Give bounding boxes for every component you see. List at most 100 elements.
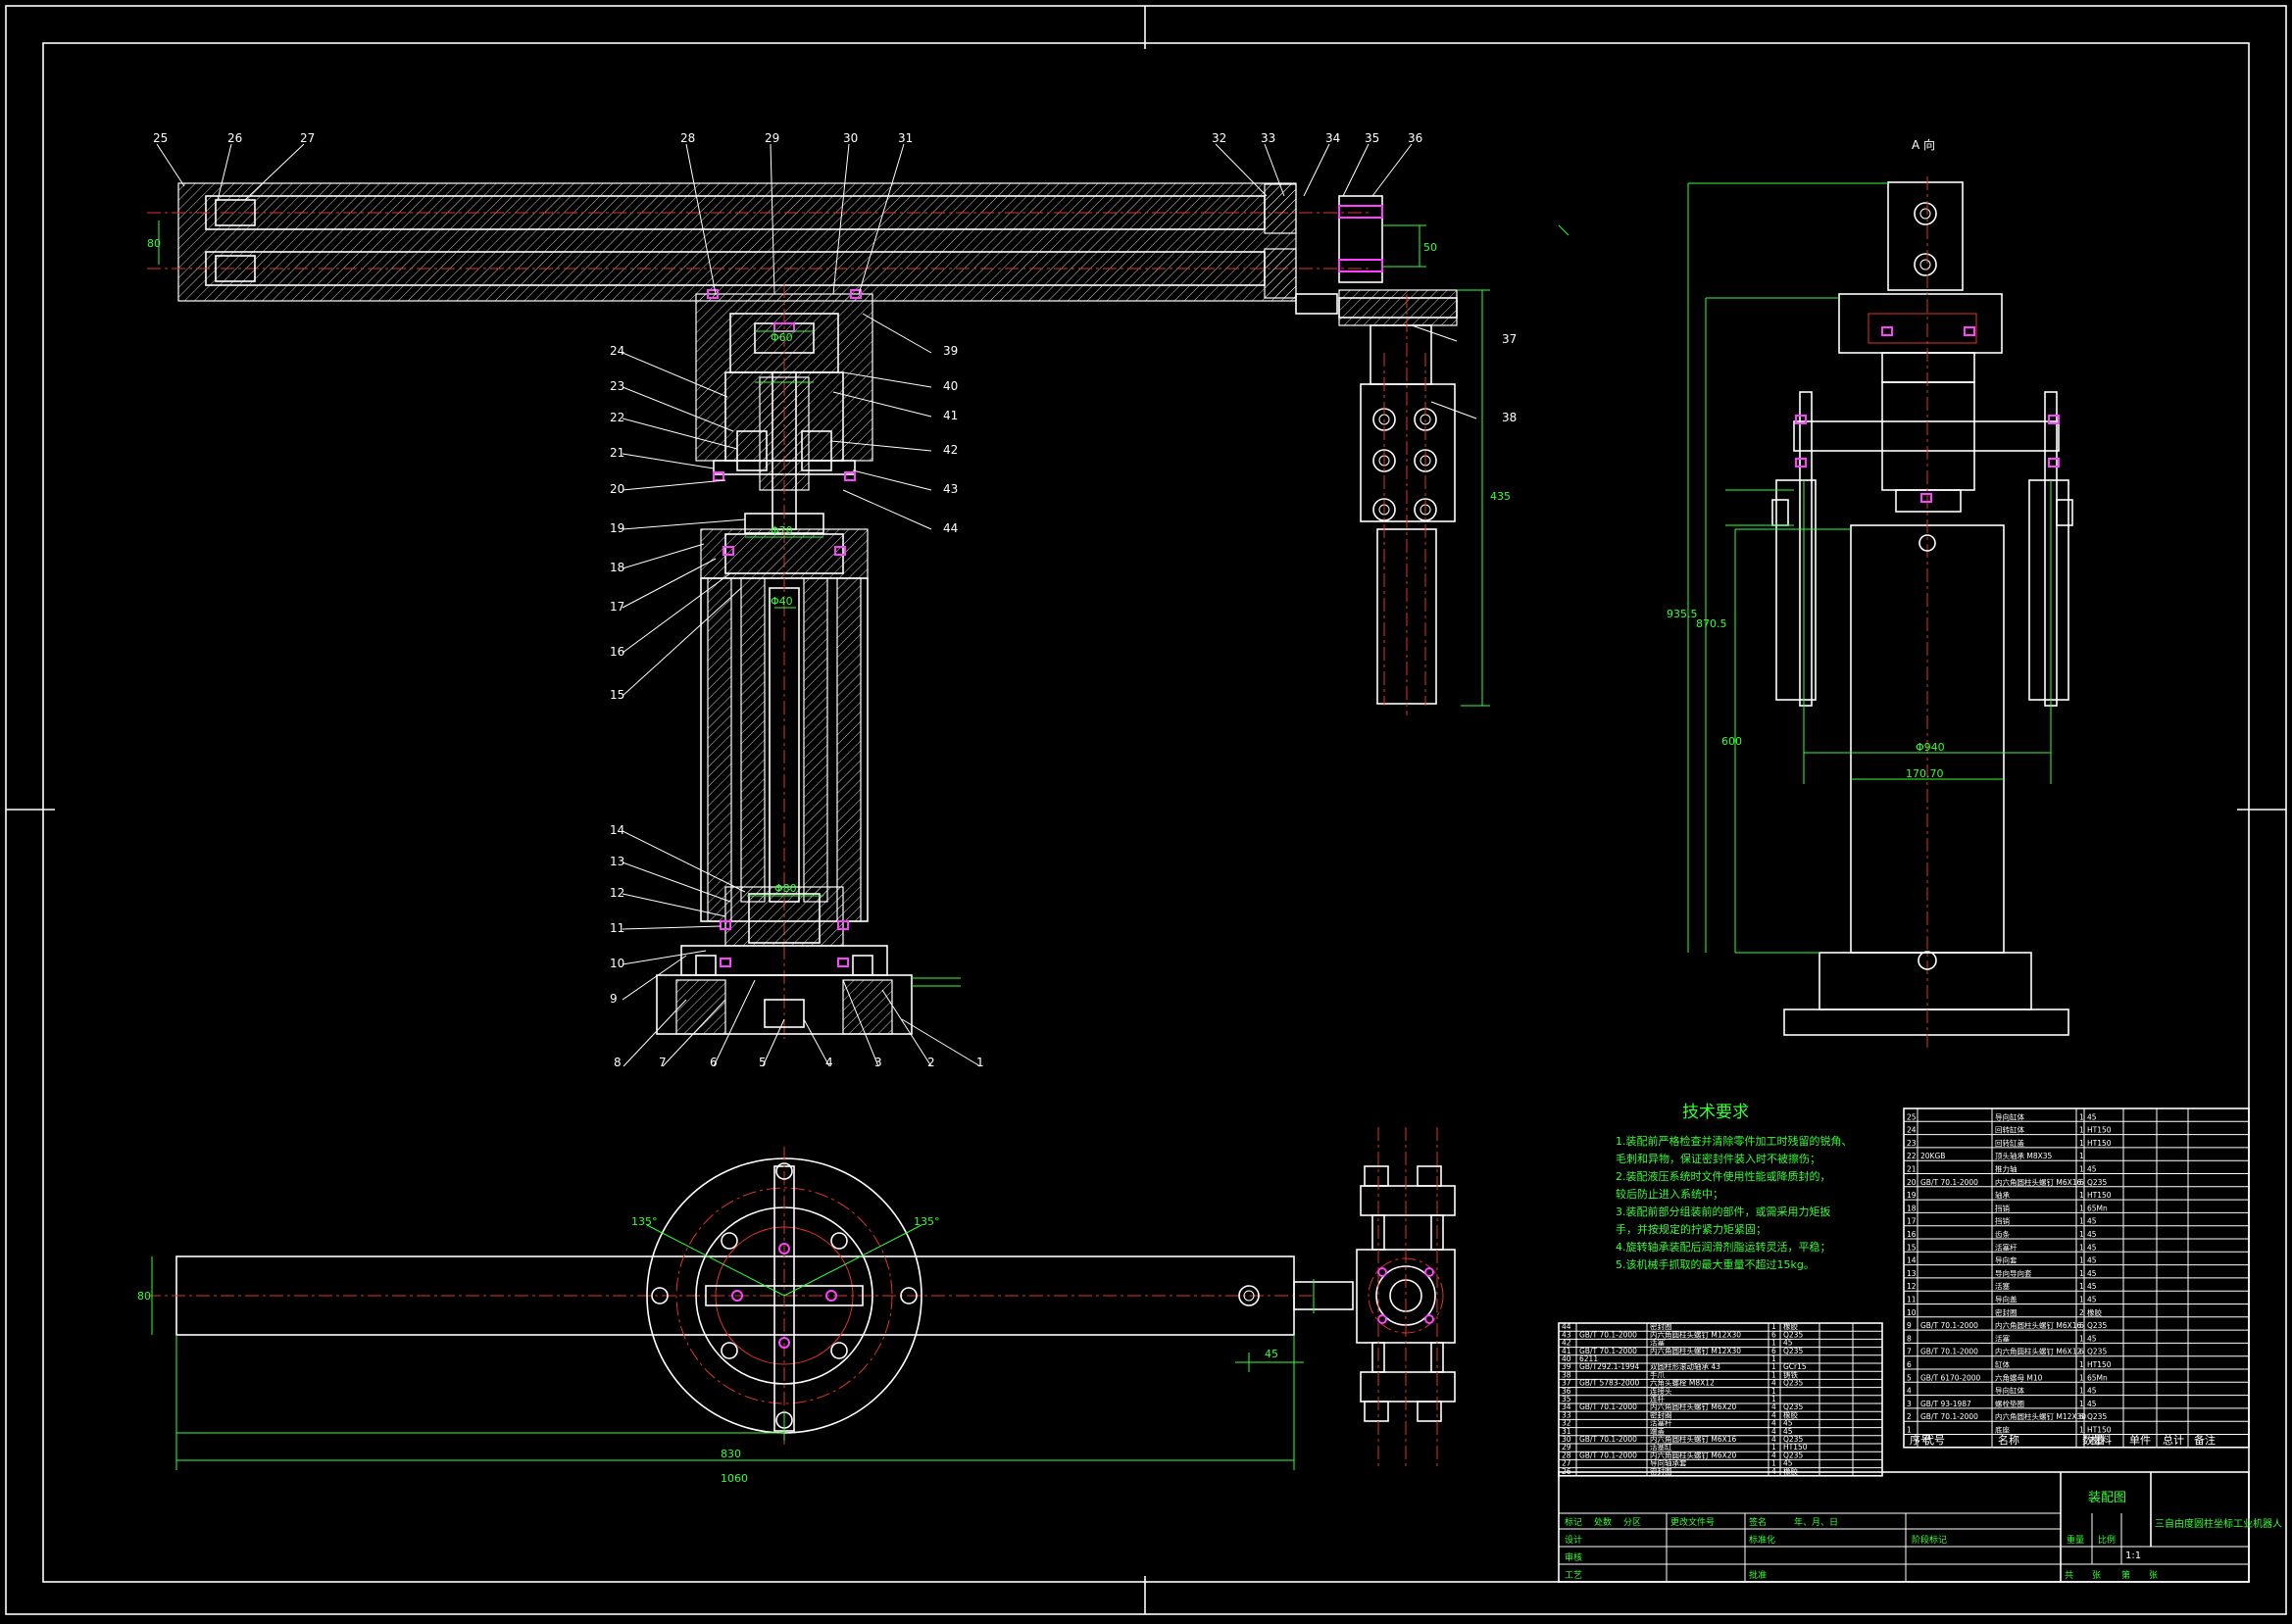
bom-cell: 内六角圆柱头螺钉 M6X16 <box>1995 1320 2082 1330</box>
tb-label: 审核 <box>1565 1551 1582 1563</box>
bom-cell: 20 <box>1907 1178 1917 1187</box>
bom-cell: 45 <box>2087 1400 2097 1408</box>
dim-length-total: 1060 <box>721 1472 748 1485</box>
balloon-22: 22 <box>610 411 624 424</box>
tech-req-line: 5.该机械手抓取的最大重量不超过15kg。 <box>1616 1257 1815 1271</box>
bom-cell: 6211 <box>1579 1354 1598 1363</box>
balloon-37: 37 <box>1502 332 1517 346</box>
bom-cell: GB/T 70.1-2000 <box>1579 1347 1637 1355</box>
bom-cell: 1 <box>2079 1296 2084 1304</box>
gripper-hand-front <box>1360 294 1456 715</box>
bom-cell: 45 <box>2087 1256 2097 1265</box>
bom-cell: 13 <box>1907 1269 1917 1278</box>
tb-label: 标准化 <box>1749 1534 1775 1546</box>
main-view-dims <box>158 221 1570 987</box>
tb-label: 比例 <box>2098 1534 2116 1546</box>
bom-cell: 橡胶 <box>2087 1307 2103 1317</box>
tb-label: 工艺 <box>1565 1570 1582 1581</box>
bom-cell: 挡销 <box>1995 1216 2011 1226</box>
balloons: 25 26 27 28 29 30 31 32 33 34 35 36 24 2… <box>153 131 1517 1069</box>
balloon-42: 42 <box>943 443 958 457</box>
bom-cell: 内六角圆柱头螺钉 M6X16 <box>1650 1434 1737 1444</box>
bom-cell: 42 <box>1562 1339 1571 1348</box>
tb-label: 标记 <box>1565 1516 1582 1528</box>
bom-cell: 1 <box>2079 1256 2084 1265</box>
balloon-25: 25 <box>153 131 168 145</box>
dim-dia-d: Φ60 <box>771 331 793 344</box>
bom-cell: 1 <box>2079 1269 2084 1278</box>
dim-width-base: Φ940 <box>1916 741 1945 754</box>
bom-cell: Q235 <box>2087 1321 2107 1330</box>
dim-height-side: 435 <box>1490 490 1511 503</box>
bom-cell: 密封圈 <box>1650 1466 1672 1476</box>
balloon-30: 30 <box>843 131 858 145</box>
bom-cell: 1 <box>2079 1373 2084 1382</box>
bom-cell: 六角螺母 M10 <box>1995 1372 2043 1382</box>
balloon-9: 9 <box>610 992 618 1006</box>
bom-cell: 1 <box>2079 1282 2084 1291</box>
balloon-16: 16 <box>610 645 624 659</box>
bom-header-cell: 总计 <box>2163 1433 2184 1447</box>
balloon-4: 4 <box>825 1056 833 1069</box>
bom-cell: 17 <box>1907 1217 1917 1226</box>
bom-cell: 1 <box>1771 1362 1776 1371</box>
bom-cell: 1 <box>2079 1334 2084 1343</box>
bom-cell: 连杆 <box>1650 1394 1666 1403</box>
bom-cell: 6 <box>1771 1347 1776 1355</box>
bom-cell: 4 <box>1771 1410 1776 1419</box>
balloon-31: 31 <box>898 131 913 145</box>
bom-cell: 密封圈 <box>1995 1307 2018 1317</box>
bom-cell: 19 <box>1907 1191 1917 1200</box>
bom-cell: 4 <box>1907 1387 1912 1396</box>
technical-requirements: 技术要求 1.装配前严格检查并清除零件加工时残留的锐角、 毛刺和异物，保证密封件… <box>1616 1103 1853 1271</box>
bom-cell: 27 <box>1562 1459 1571 1468</box>
bom-cell: 导向缸体 <box>1995 1386 2024 1396</box>
bom-cell: 推力轴 <box>1995 1164 2018 1174</box>
tech-req-line: 较后防止进入系统中； <box>1616 1187 1723 1201</box>
balloon-10: 10 <box>610 957 624 970</box>
project-title: 三自由度圆柱坐标工业机器人 <box>2155 1517 2282 1530</box>
bom-cell: 38 <box>1562 1370 1571 1379</box>
bom-cell: Q235 <box>1783 1347 1803 1355</box>
bom-header-cell: 数量 <box>2082 1434 2104 1447</box>
balloon-32: 32 <box>1212 131 1226 145</box>
bom-cell: 1 <box>2079 1400 2084 1408</box>
bom-cell: 4 <box>1771 1403 1776 1411</box>
bom-cell: 六角头螺栓 M8X12 <box>1650 1378 1715 1388</box>
bom-cell: 连接头 <box>1650 1386 1672 1396</box>
bom-cell: 45 <box>2087 1112 2097 1121</box>
balloon-3: 3 <box>874 1056 882 1069</box>
bom-cell: GB/T 70.1-2000 <box>1920 1412 1978 1421</box>
bom-cell: 6 <box>1907 1360 1912 1369</box>
balloon-29: 29 <box>765 131 779 145</box>
bom-cell: GB/T 93-1987 <box>1920 1400 1971 1408</box>
title-block: 装配图 三自由度圆柱坐标工业机器人 1:1 标记 处数 分区 更改文件号 签名 … <box>1558 1471 2282 1583</box>
view-a-label: A 向 <box>1912 137 1935 152</box>
tech-req-line: 3.装配前部分组装前的部件，或需采用力矩扳 <box>1616 1205 1831 1218</box>
tech-req-title: 技术要求 <box>1682 1103 1749 1122</box>
bom-cell: 45 <box>2087 1387 2097 1396</box>
bom-cell: 导向缸体 <box>1995 1111 2024 1121</box>
bom-cell: 1 <box>2079 1204 2084 1212</box>
dimension-texts: 830 1060 80 45 935.5 870.5 600 435 Φ940 … <box>137 237 1945 1485</box>
bom-cell: 16 <box>1907 1230 1917 1239</box>
bom-cell: HT150 <box>2087 1139 2112 1148</box>
bom-cell: 内六角圆柱头螺钉 M12X30 <box>1995 1411 2086 1421</box>
bom-cell: Q235 <box>2087 1412 2107 1421</box>
balloon-5: 5 <box>759 1056 767 1069</box>
bom-cell: 45 <box>1783 1427 1793 1436</box>
bom-cell: 45 <box>1783 1339 1793 1348</box>
bom-cell: 6 <box>1771 1330 1776 1339</box>
bom-cell: GB/T 70.1-2000 <box>1579 1451 1637 1459</box>
bom-cell: 活塞 <box>1995 1281 2011 1291</box>
bom-cell: 密封圈 <box>1650 1409 1672 1419</box>
bom-cell: 端盖 <box>1650 1426 1666 1436</box>
bom-cell: 12 <box>1907 1282 1917 1291</box>
balloon-24: 24 <box>610 344 624 358</box>
dim-e: 50 <box>1423 241 1437 254</box>
bom-cell: Q235 <box>1783 1379 1803 1388</box>
bom-cell: 导向轴承套 <box>1650 1458 1687 1468</box>
bom-cell: 1 <box>2079 1426 2084 1435</box>
bom-cell: 45 <box>1783 1459 1793 1468</box>
